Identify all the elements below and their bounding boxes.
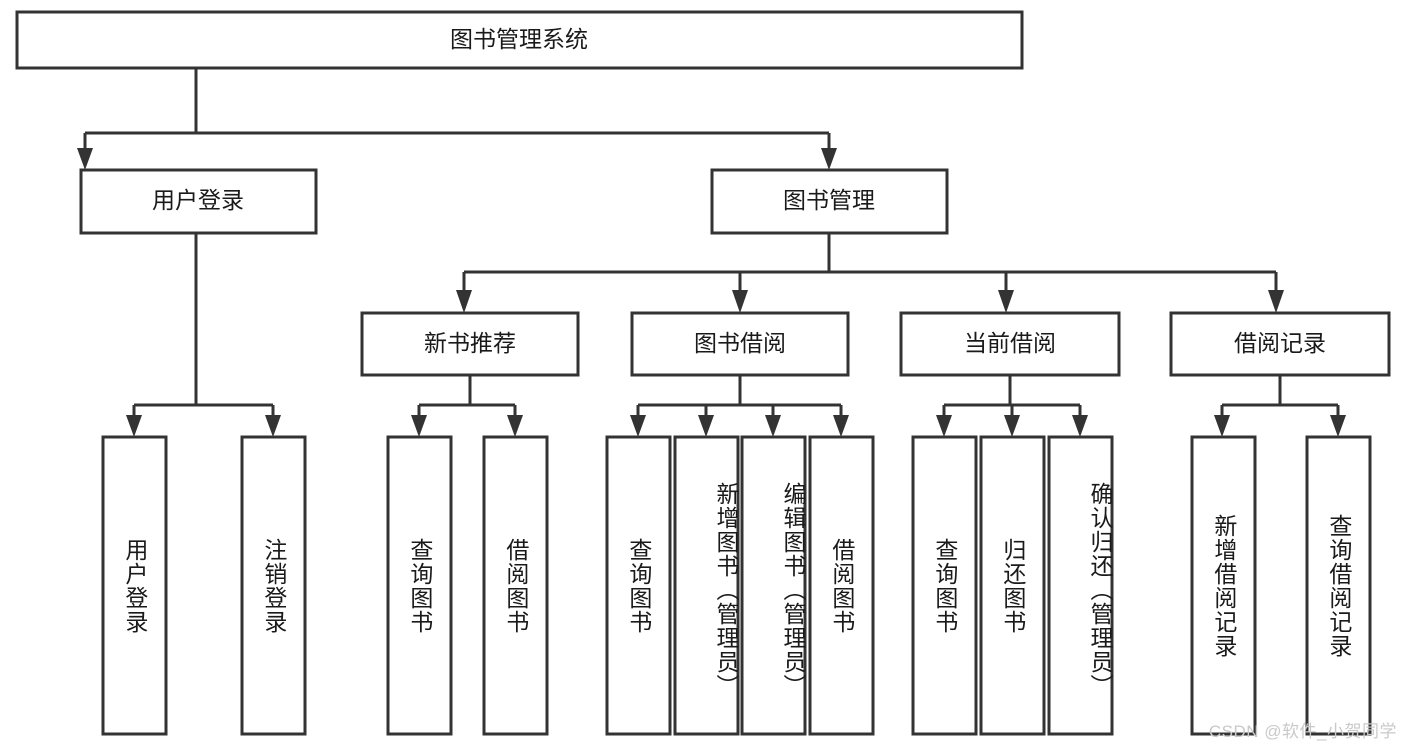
- arrowhead-bb-leaf-4: [833, 415, 849, 437]
- leaf-box-bb-borrow-book[interactable]: [808, 435, 875, 736]
- label-root: 图书管理系统: [450, 26, 588, 52]
- leaf-box-br-query-record[interactable]: [1305, 435, 1372, 736]
- arrowhead-leaf-user-login: [126, 415, 142, 437]
- connector-layer: [77, 68, 1346, 437]
- arrowhead-cb-leaf-1: [936, 415, 952, 437]
- label-book-management: 图书管理: [783, 187, 875, 213]
- leaf-box-cb-query-book[interactable]: [911, 435, 978, 736]
- arrowhead-current-borrow: [998, 290, 1014, 313]
- leaf-box-bb-add-book[interactable]: [673, 435, 740, 736]
- arrowhead-bb-leaf-1: [630, 415, 646, 437]
- leaf-box-user-login[interactable]: [101, 435, 168, 736]
- leaf-box-nb-borrow-book[interactable]: [482, 435, 549, 736]
- arrowhead-book-mgmt: [821, 148, 837, 170]
- arrowhead-br-leaf-1: [1214, 415, 1230, 437]
- node-box-new-book-recommend[interactable]: [360, 311, 580, 377]
- horizontal-label-layer: 图书管理系统 用户登录 图书管理 新书推荐 图书借阅 当前借阅 借阅记录: [152, 26, 1326, 356]
- arrowhead-bb-leaf-3: [765, 415, 781, 437]
- arrowhead-br-leaf-2: [1330, 415, 1346, 437]
- arrowhead-nb-leaf-1: [411, 415, 427, 437]
- arrowhead-book-borrow: [732, 290, 748, 313]
- leaf-box-logout[interactable]: [240, 435, 307, 736]
- arrowhead-borrow-record: [1268, 290, 1284, 313]
- arrowhead-bb-leaf-2: [698, 415, 714, 437]
- label-current-borrow: 当前借阅: [964, 330, 1056, 356]
- leaf-box-br-add-record[interactable]: [1190, 435, 1257, 736]
- node-box-current-borrow[interactable]: [899, 311, 1121, 377]
- leaf-box-nb-query-book[interactable]: [386, 435, 453, 736]
- arrowhead-user-login: [77, 148, 93, 170]
- arrowhead-nb-leaf-2: [507, 415, 523, 437]
- label-borrow-record: 借阅记录: [1234, 330, 1326, 356]
- arrowhead-leaf-logout: [265, 415, 281, 437]
- arrowhead-cb-leaf-2: [1004, 415, 1020, 437]
- node-box-borrow-record[interactable]: [1169, 311, 1391, 377]
- leaf-box-bb-edit-book[interactable]: [740, 435, 807, 736]
- arrowhead-new-book-rec: [456, 290, 472, 313]
- arrowhead-cb-leaf-3: [1072, 415, 1088, 437]
- node-box-book-management[interactable]: [710, 168, 949, 235]
- node-layer: [15, 10, 1391, 736]
- label-user-login: 用户登录: [152, 187, 244, 213]
- label-book-borrow: 图书借阅: [694, 330, 786, 356]
- node-box-root[interactable]: [15, 10, 1024, 70]
- leaf-box-cb-confirm-return[interactable]: [1047, 435, 1114, 736]
- node-box-user-login[interactable]: [79, 168, 318, 235]
- leaf-box-bb-query-book[interactable]: [605, 435, 672, 736]
- label-new-book-recommend: 新书推荐: [424, 330, 516, 356]
- node-box-book-borrow[interactable]: [630, 311, 850, 377]
- leaf-box-cb-return-book[interactable]: [979, 435, 1046, 736]
